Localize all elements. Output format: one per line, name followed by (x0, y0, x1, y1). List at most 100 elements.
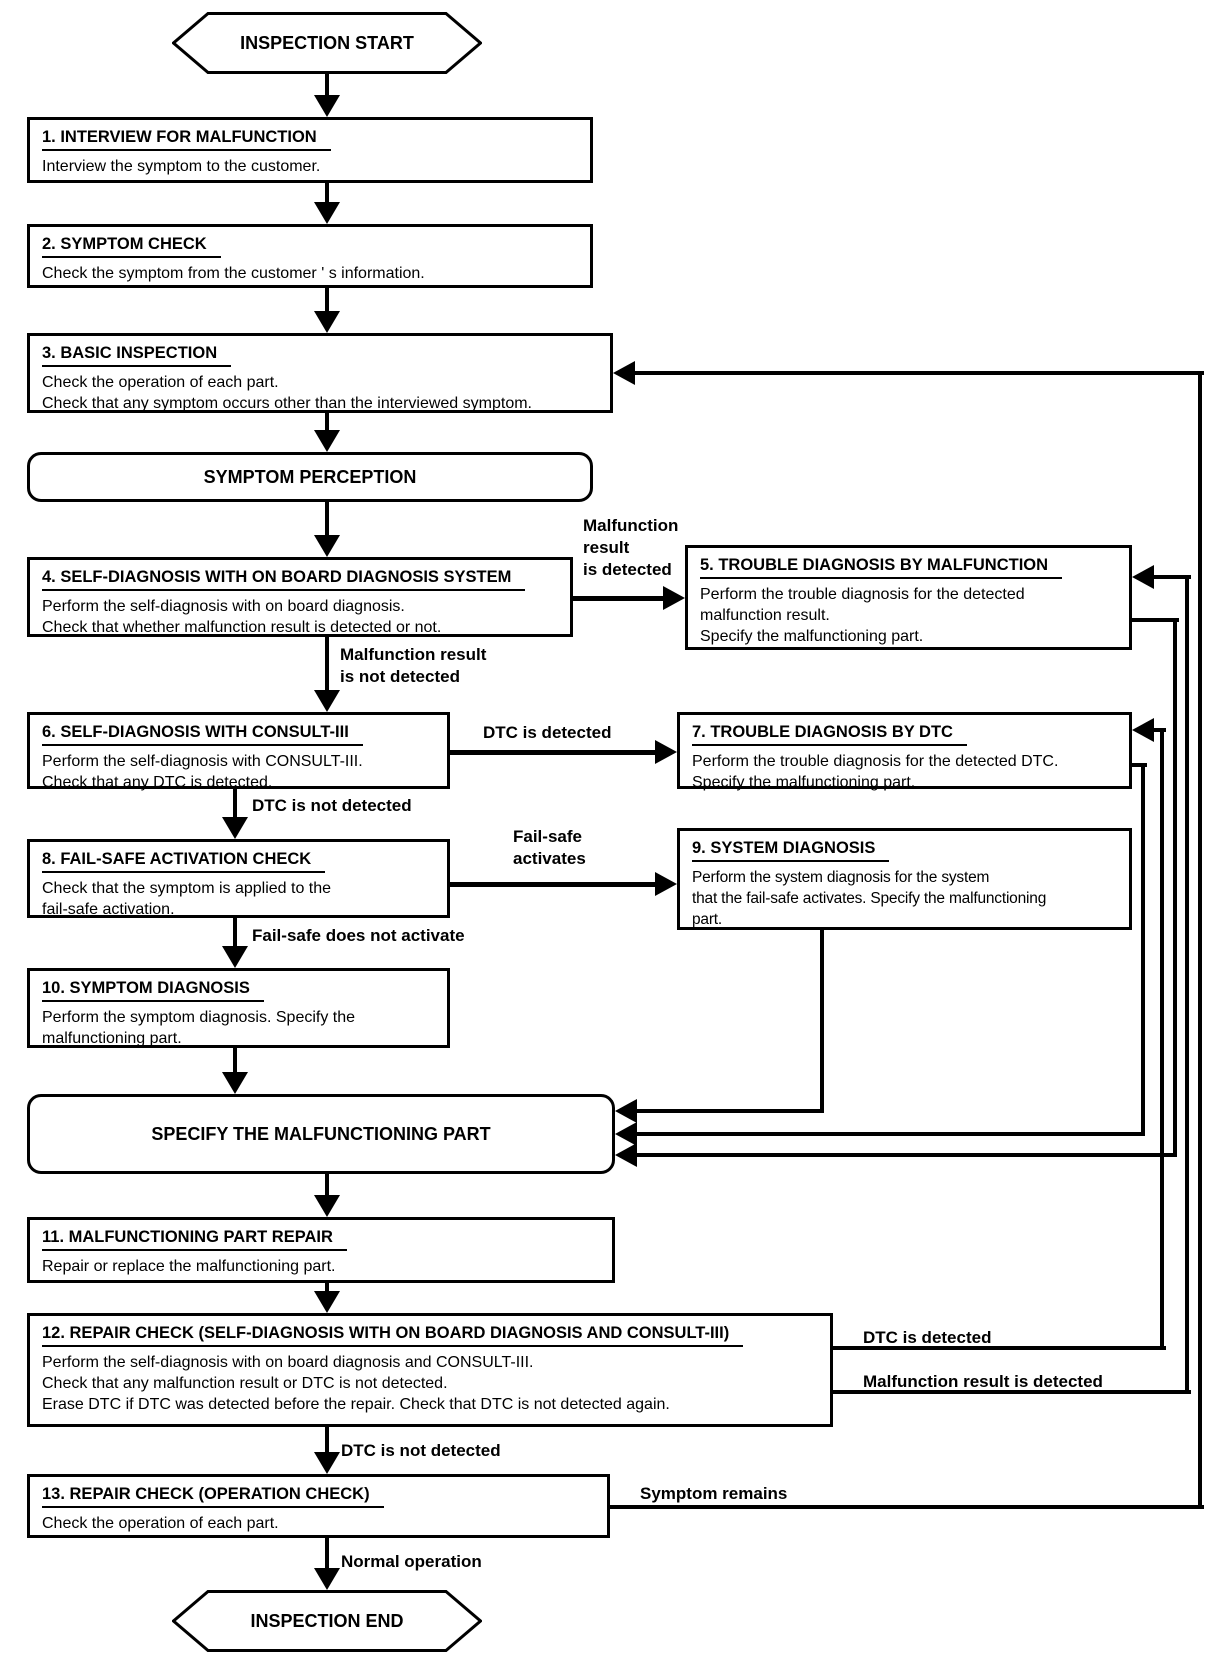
step-text-line: malfunction result. (700, 607, 830, 624)
terminal-inspection-start: INSPECTION START (172, 12, 482, 74)
arrowhead-right (663, 586, 685, 610)
step-box-8: 8. FAIL-SAFE ACTIVATION CHECK Check that… (27, 839, 450, 918)
terminal-label: INSPECTION START (240, 32, 414, 53)
step-text-line: Specify the malfunctioning part. (700, 628, 924, 645)
step-title: 5. TROUBLE DIAGNOSIS BY MALFUNCTION (700, 555, 1117, 579)
arrowhead-down (314, 311, 340, 333)
arrowhead-down (222, 817, 248, 839)
connector-line (1160, 728, 1164, 1350)
step-box-9: 9. SYSTEM DIAGNOSIS Perform the system d… (677, 828, 1132, 930)
flow-line (325, 1174, 329, 1197)
step-text-line: Perform the trouble diagnosis for the de… (700, 586, 1025, 603)
arrowhead-right (655, 872, 677, 896)
arrowhead-down (314, 1452, 340, 1474)
step-box-2: 2. SYMPTOM CHECK Check the symptom from … (27, 224, 593, 288)
terminal-label: SPECIFY THE MALFUNCTIONING PART (151, 1123, 491, 1144)
arrowhead-down (222, 946, 248, 968)
hexagon-shape (172, 12, 482, 74)
connector-line (1154, 728, 1166, 732)
connector-line (450, 882, 655, 887)
connector-line (637, 1153, 1177, 1157)
arrowhead-left (615, 1143, 637, 1167)
step-text-line: Check that whether malfunction result is… (42, 619, 442, 636)
step-text-line: Specify the malfunctioning part. (692, 774, 916, 791)
step-text-line: malfunctioning part. (42, 1030, 182, 1047)
flow-line (233, 1048, 237, 1074)
connector-line (635, 371, 1204, 375)
step-box-11: 11. MALFUNCTIONING PART REPAIR Repair or… (27, 1217, 615, 1283)
step-title: 9. SYSTEM DIAGNOSIS (692, 838, 1117, 862)
terminal-inspection-end: INSPECTION END (172, 1590, 482, 1652)
step-title: 13. REPAIR CHECK (OPERATION CHECK) (42, 1484, 595, 1508)
edge-label-fail-safe-activates: Fail-safe activates (513, 827, 586, 868)
step-text-line: Check that any malfunction result or DTC… (42, 1375, 448, 1392)
connector-line (820, 930, 824, 1113)
terminal-symptom-perception: SYMPTOM PERCEPTION (27, 452, 593, 502)
connector-line (637, 1132, 1145, 1136)
step-text-line: Erase DTC if DTC was detected before the… (42, 1396, 670, 1413)
connector-line (833, 1346, 1166, 1350)
step-text-line: Check the operation of each part. (42, 1515, 279, 1532)
edge-label-fail-safe-does-not-activate: Fail-safe does not activate (252, 926, 465, 945)
connector-line (1198, 371, 1202, 1509)
step-text-line: Check that any DTC is detected. (42, 774, 273, 791)
step-title: 2. SYMPTOM CHECK (42, 234, 578, 258)
flow-line (325, 502, 329, 538)
step-text-line: part. (692, 911, 723, 928)
hexagon-shape (172, 1590, 482, 1652)
edge-label-malfunction-result-detected: Malfunction result is detected (583, 516, 679, 579)
arrowhead-right (655, 740, 677, 764)
arrowhead-down (222, 1072, 248, 1094)
arrowhead-down (314, 95, 340, 117)
connector-line (833, 1390, 1191, 1394)
arrowhead-down (314, 535, 340, 557)
flow-line (325, 1283, 329, 1293)
step-box-1: 1. INTERVIEW FOR MALFUNCTION Interview t… (27, 117, 593, 183)
flow-line (325, 74, 329, 99)
step-title: 4. SELF-DIAGNOSIS WITH ON BOARD DIAGNOSI… (42, 567, 558, 591)
terminal-label: SYMPTOM PERCEPTION (203, 466, 417, 487)
step-title: 12. REPAIR CHECK (SELF-DIAGNOSIS WITH ON… (42, 1323, 818, 1347)
step-box-10: 10. SYMPTOM DIAGNOSIS Perform the sympto… (27, 968, 450, 1048)
edge-label-dtc-detected: DTC is detected (483, 723, 612, 742)
step-box-13: 13. REPAIR CHECK (OPERATION CHECK) Check… (27, 1474, 610, 1538)
step-box-7: 7. TROUBLE DIAGNOSIS BY DTC Perform the … (677, 712, 1132, 791)
arrowhead-down (314, 202, 340, 224)
connector-line (637, 1109, 824, 1113)
connector-line (1132, 763, 1147, 767)
connector-line (610, 1505, 1204, 1509)
flow-line (325, 183, 329, 205)
step-text-line: Check the operation of each part. (42, 374, 279, 391)
arrowhead-left (1132, 565, 1154, 589)
step-text-line: Repair or replace the malfunctioning par… (42, 1258, 336, 1275)
step-text-line: Perform the self-diagnosis with CONSULT-… (42, 753, 363, 770)
step-text-line: Check the symptom from the customer ' s … (42, 265, 425, 282)
flow-line (325, 1538, 329, 1570)
step-box-4: 4. SELF-DIAGNOSIS WITH ON BOARD DIAGNOSI… (27, 557, 573, 637)
step-text-line: Perform the self-diagnosis with on board… (42, 598, 405, 615)
connector-line (573, 596, 663, 601)
arrowhead-down (314, 430, 340, 452)
step-box-5: 5. TROUBLE DIAGNOSIS BY MALFUNCTION Perf… (685, 545, 1132, 650)
arrowhead-left (613, 361, 635, 385)
step-box-3: 3. BASIC INSPECTION Check the operation … (27, 333, 613, 413)
step-text-line: Check that any symptom occurs other than… (42, 395, 532, 412)
edge-label-repair-dtc-detected: DTC is detected (863, 1328, 992, 1347)
step-text-line: Perform the system diagnosis for the sys… (692, 869, 990, 886)
step-box-12: 12. REPAIR CHECK (SELF-DIAGNOSIS WITH ON… (27, 1313, 833, 1427)
step-text-line: Perform the symptom diagnosis. Specify t… (42, 1009, 356, 1026)
arrowhead-left (615, 1099, 637, 1123)
connector-line (1141, 763, 1145, 1136)
step-text-line: Interview the symptom to the customer. (42, 158, 321, 175)
step-title: 3. BASIC INSPECTION (42, 343, 598, 367)
edge-label-repair-malfunction-detected: Malfunction result is detected (863, 1372, 1103, 1391)
arrowhead-down (314, 690, 340, 712)
edge-label-symptom-remains: Symptom remains (640, 1484, 788, 1503)
arrowhead-down (314, 1568, 340, 1590)
step-text-line: Perform the trouble diagnosis for the de… (692, 753, 1059, 770)
step-text-line: Perform the self-diagnosis with on board… (42, 1354, 534, 1371)
arrowhead-left (1132, 718, 1154, 742)
flow-line (325, 413, 329, 433)
step-title: 7. TROUBLE DIAGNOSIS BY DTC (692, 722, 1117, 746)
